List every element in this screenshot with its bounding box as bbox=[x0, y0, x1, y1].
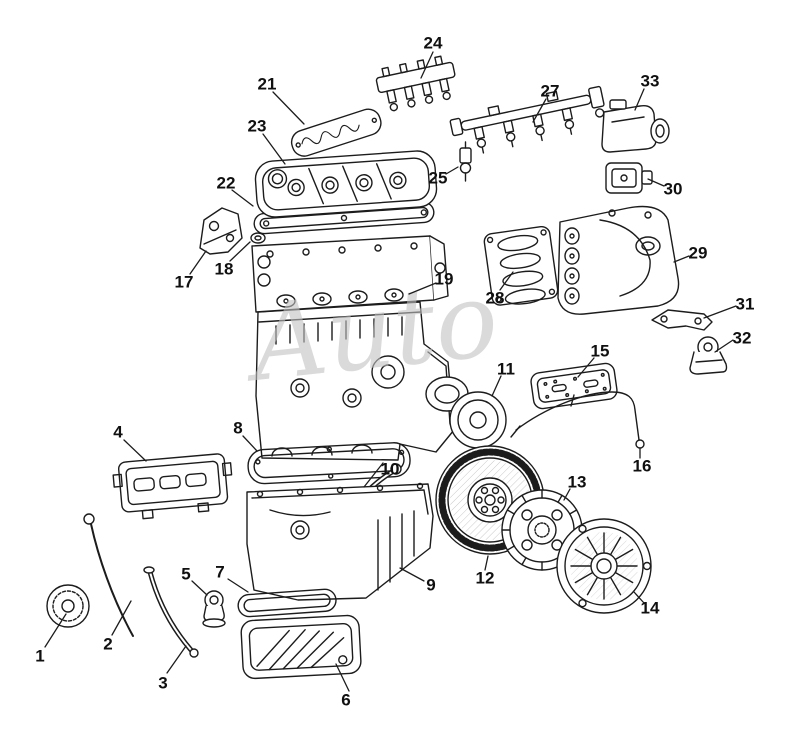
lower-pan-gasket bbox=[237, 588, 337, 618]
callout-32: 32 bbox=[732, 328, 752, 348]
callout-9: 9 bbox=[426, 575, 436, 595]
engine-block bbox=[255, 301, 455, 461]
callout-2: 2 bbox=[103, 634, 113, 654]
callout-27: 27 bbox=[540, 81, 560, 101]
baffle-plate bbox=[530, 362, 618, 410]
cylinder-head bbox=[251, 235, 449, 313]
clutch-pressure-plate bbox=[556, 518, 652, 614]
support-bracket bbox=[651, 309, 713, 331]
ignition-coil-bar bbox=[375, 55, 456, 112]
oil-filter bbox=[46, 584, 90, 628]
mount-grommet bbox=[202, 590, 226, 628]
callout-11: 11 bbox=[497, 359, 515, 379]
callout-3: 3 bbox=[158, 673, 168, 693]
callout-14: 14 bbox=[640, 598, 660, 618]
watermark-text: Auto bbox=[238, 258, 504, 406]
valve-cover bbox=[254, 150, 438, 218]
callout-29: 29 bbox=[688, 243, 708, 263]
engine-mount bbox=[689, 336, 728, 375]
callout-30: 30 bbox=[663, 179, 683, 199]
callout-1: 1 bbox=[35, 646, 45, 666]
upper-oil-pan bbox=[246, 482, 434, 601]
callout-7: 7 bbox=[215, 562, 225, 582]
callout-22: 22 bbox=[216, 173, 236, 193]
sensor-module bbox=[605, 162, 653, 194]
oil-pan-gasket bbox=[247, 442, 411, 485]
callout-17: 17 bbox=[174, 272, 194, 292]
callout-6: 6 bbox=[341, 690, 351, 710]
leader-lines bbox=[44, 51, 737, 692]
callout-15: 15 bbox=[590, 341, 610, 361]
callout-23: 23 bbox=[247, 116, 267, 136]
fuel-injector bbox=[459, 141, 472, 182]
callout-16: 16 bbox=[632, 456, 652, 476]
callout-24: 24 bbox=[423, 33, 443, 53]
cover-trim-plate bbox=[290, 108, 382, 157]
fuel-rail bbox=[449, 85, 605, 154]
oil-baffle-tray bbox=[112, 453, 233, 520]
callout-12: 12 bbox=[475, 568, 495, 588]
engine-bracket bbox=[199, 207, 243, 255]
callout-21: 21 bbox=[257, 74, 277, 94]
callout-5: 5 bbox=[181, 564, 191, 584]
intake-manifold bbox=[557, 205, 680, 315]
callout-33: 33 bbox=[640, 71, 660, 91]
camshaft-seal bbox=[250, 232, 266, 244]
dipstick bbox=[83, 513, 134, 637]
callout-4: 4 bbox=[113, 422, 123, 442]
callout-18: 18 bbox=[214, 259, 234, 279]
dipstick-tube bbox=[143, 566, 199, 658]
callout-13: 13 bbox=[567, 472, 587, 492]
callout-28: 28 bbox=[485, 288, 505, 308]
ignition-coil bbox=[601, 99, 670, 153]
callout-25: 25 bbox=[428, 168, 448, 188]
callout-31: 31 bbox=[735, 294, 755, 314]
lower-oil-pan bbox=[240, 614, 362, 680]
callout-8: 8 bbox=[233, 418, 243, 438]
callout-19: 19 bbox=[434, 269, 454, 289]
vacuum-pipe bbox=[510, 391, 645, 449]
callout-10: 10 bbox=[380, 459, 400, 479]
